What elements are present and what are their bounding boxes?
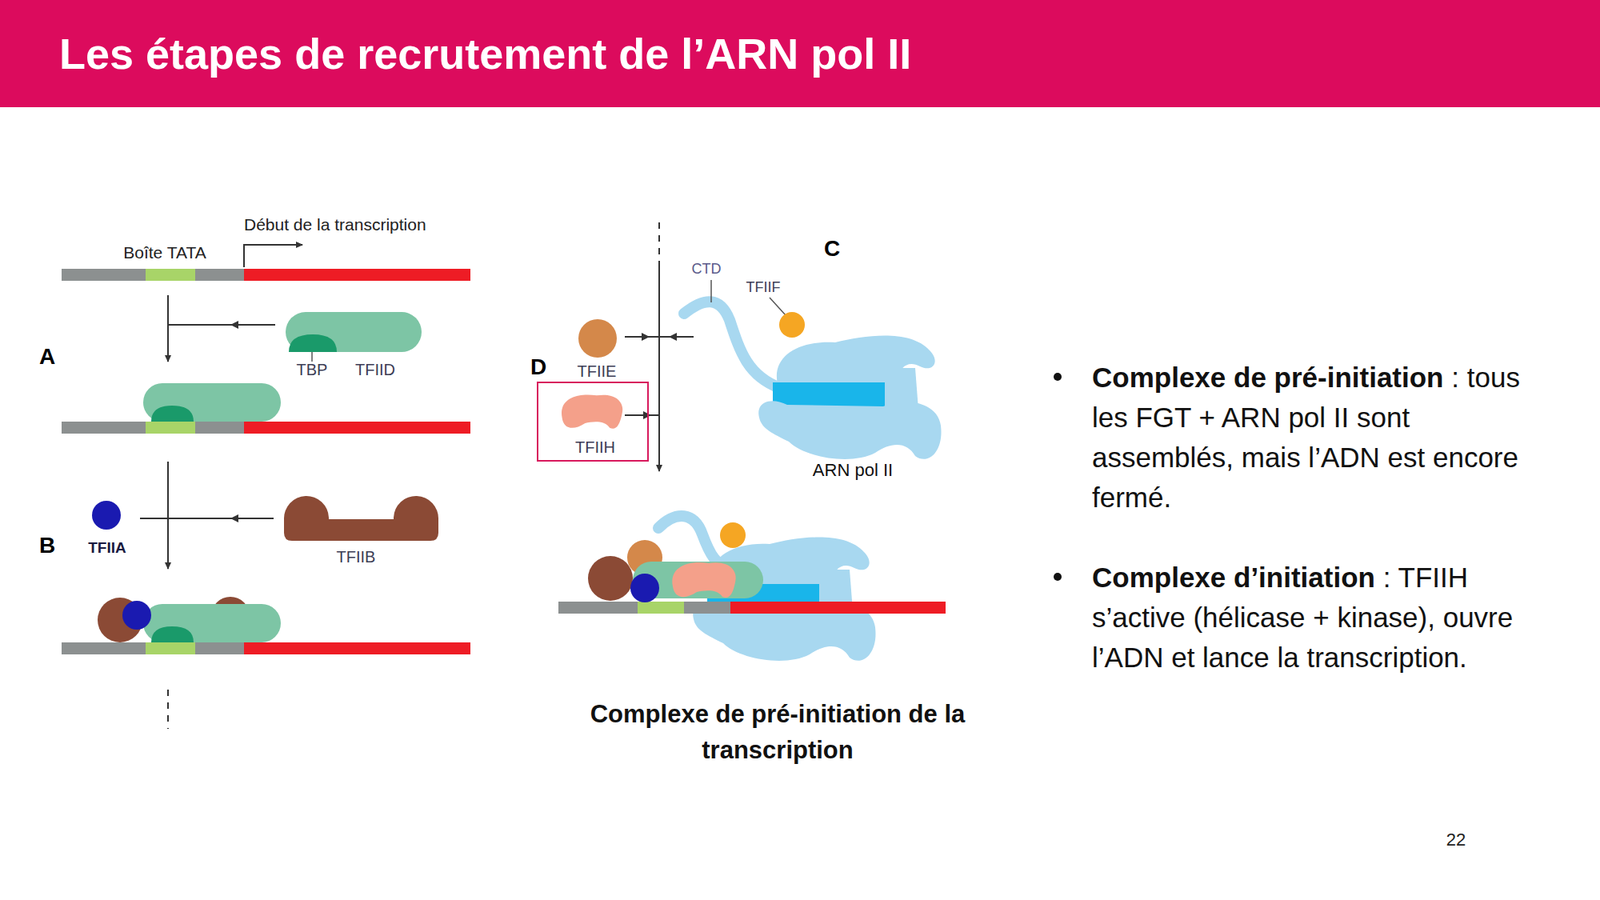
bound-tfiid	[143, 604, 281, 643]
bullet-dot	[1053, 572, 1062, 581]
shape-outline	[578, 319, 617, 358]
bound-tbp	[151, 626, 194, 643]
title-bar: Les étapes de recrutement de l’ARN pol I…	[0, 0, 1600, 108]
bound-tfiid	[143, 383, 281, 422]
small-arrowhead	[641, 332, 650, 341]
ctd-tail	[684, 301, 780, 388]
bullet-term: Complexe d’initiation	[1092, 561, 1376, 593]
page-number: 22	[1446, 830, 1466, 850]
node-label: TFIIB	[336, 548, 376, 566]
shape-outline	[755, 320, 944, 468]
part-label: CTD	[692, 261, 722, 278]
join-line	[624, 336, 694, 338]
step-arrow	[167, 295, 169, 362]
step-letter: B	[39, 533, 56, 559]
pol-ii-shape: ARN pol II	[755, 320, 944, 468]
node-label: TFIIH	[575, 438, 616, 456]
node-label: TBP	[296, 360, 328, 379]
dna-strand	[61, 642, 471, 655]
tfiif-circle: TFIIF	[779, 312, 805, 338]
shape-outline	[284, 495, 439, 541]
shape-outline	[779, 312, 805, 338]
bound-tfiib	[588, 556, 633, 601]
leader-line	[710, 280, 712, 303]
dna-strand	[558, 601, 946, 614]
bullet-item: Complexe d’initiation: TFIIH s’active (h…	[1092, 557, 1540, 678]
step-letter: C	[824, 236, 840, 262]
small-arrowhead	[230, 514, 239, 523]
tfiid-shape: TFIIDTBP	[285, 312, 422, 352]
start-arrow	[244, 244, 303, 268]
slide-title: Les étapes de recrutement de l’ARN pol I…	[59, 28, 912, 79]
tfiia-circle: TFIIA	[92, 500, 121, 530]
dashed-continuation	[658, 222, 660, 266]
join-line	[140, 517, 274, 520]
bound-tfiif	[720, 522, 746, 548]
shape-outline	[92, 500, 121, 530]
bullet-dot	[1053, 372, 1062, 381]
bound-tfiih	[672, 562, 736, 598]
bullet-item: Complexe de pré-initiation: tous les FGT…	[1092, 357, 1540, 518]
figure-caption: Complexe de pré-initiation de la transcr…	[585, 696, 970, 768]
shape-outline	[288, 334, 337, 352]
leader-line	[769, 297, 786, 316]
step-letter: A	[39, 344, 56, 370]
step-arrow	[167, 461, 169, 569]
tfiib-shape: TFIIB	[284, 495, 439, 541]
tbp-shape: TBP	[288, 334, 337, 352]
node-label: TFIIE	[577, 362, 617, 380]
join-line	[624, 414, 660, 416]
node-label: TFIIA	[88, 540, 127, 557]
tfiie-circle: TFIIE	[578, 319, 617, 358]
bound-tbp	[151, 405, 194, 422]
join-line	[168, 324, 276, 326]
node-label: ARN pol II	[812, 460, 893, 480]
small-arrowhead	[643, 411, 652, 420]
leader-line	[311, 352, 313, 362]
node-label: TFIID	[355, 360, 396, 379]
bullet-term: Complexe de pré-initiation	[1092, 361, 1444, 393]
small-arrowhead	[668, 332, 677, 341]
pol-ii-shape	[692, 536, 876, 660]
dashed-continuation	[167, 689, 169, 729]
dna-strand	[61, 268, 471, 281]
annotation: Début de la transcription	[244, 215, 427, 234]
small-arrowhead	[230, 320, 239, 329]
bound-tfiia	[122, 600, 152, 630]
node-label: TFIIF	[746, 280, 781, 296]
bound-tfiia	[630, 573, 660, 603]
step-letter: D	[530, 355, 547, 380]
annotation: Boîte TATA	[123, 243, 206, 262]
step-arrow	[658, 265, 660, 472]
dna-strand	[61, 421, 471, 434]
tfiih-frame: TFIIH	[536, 381, 649, 462]
